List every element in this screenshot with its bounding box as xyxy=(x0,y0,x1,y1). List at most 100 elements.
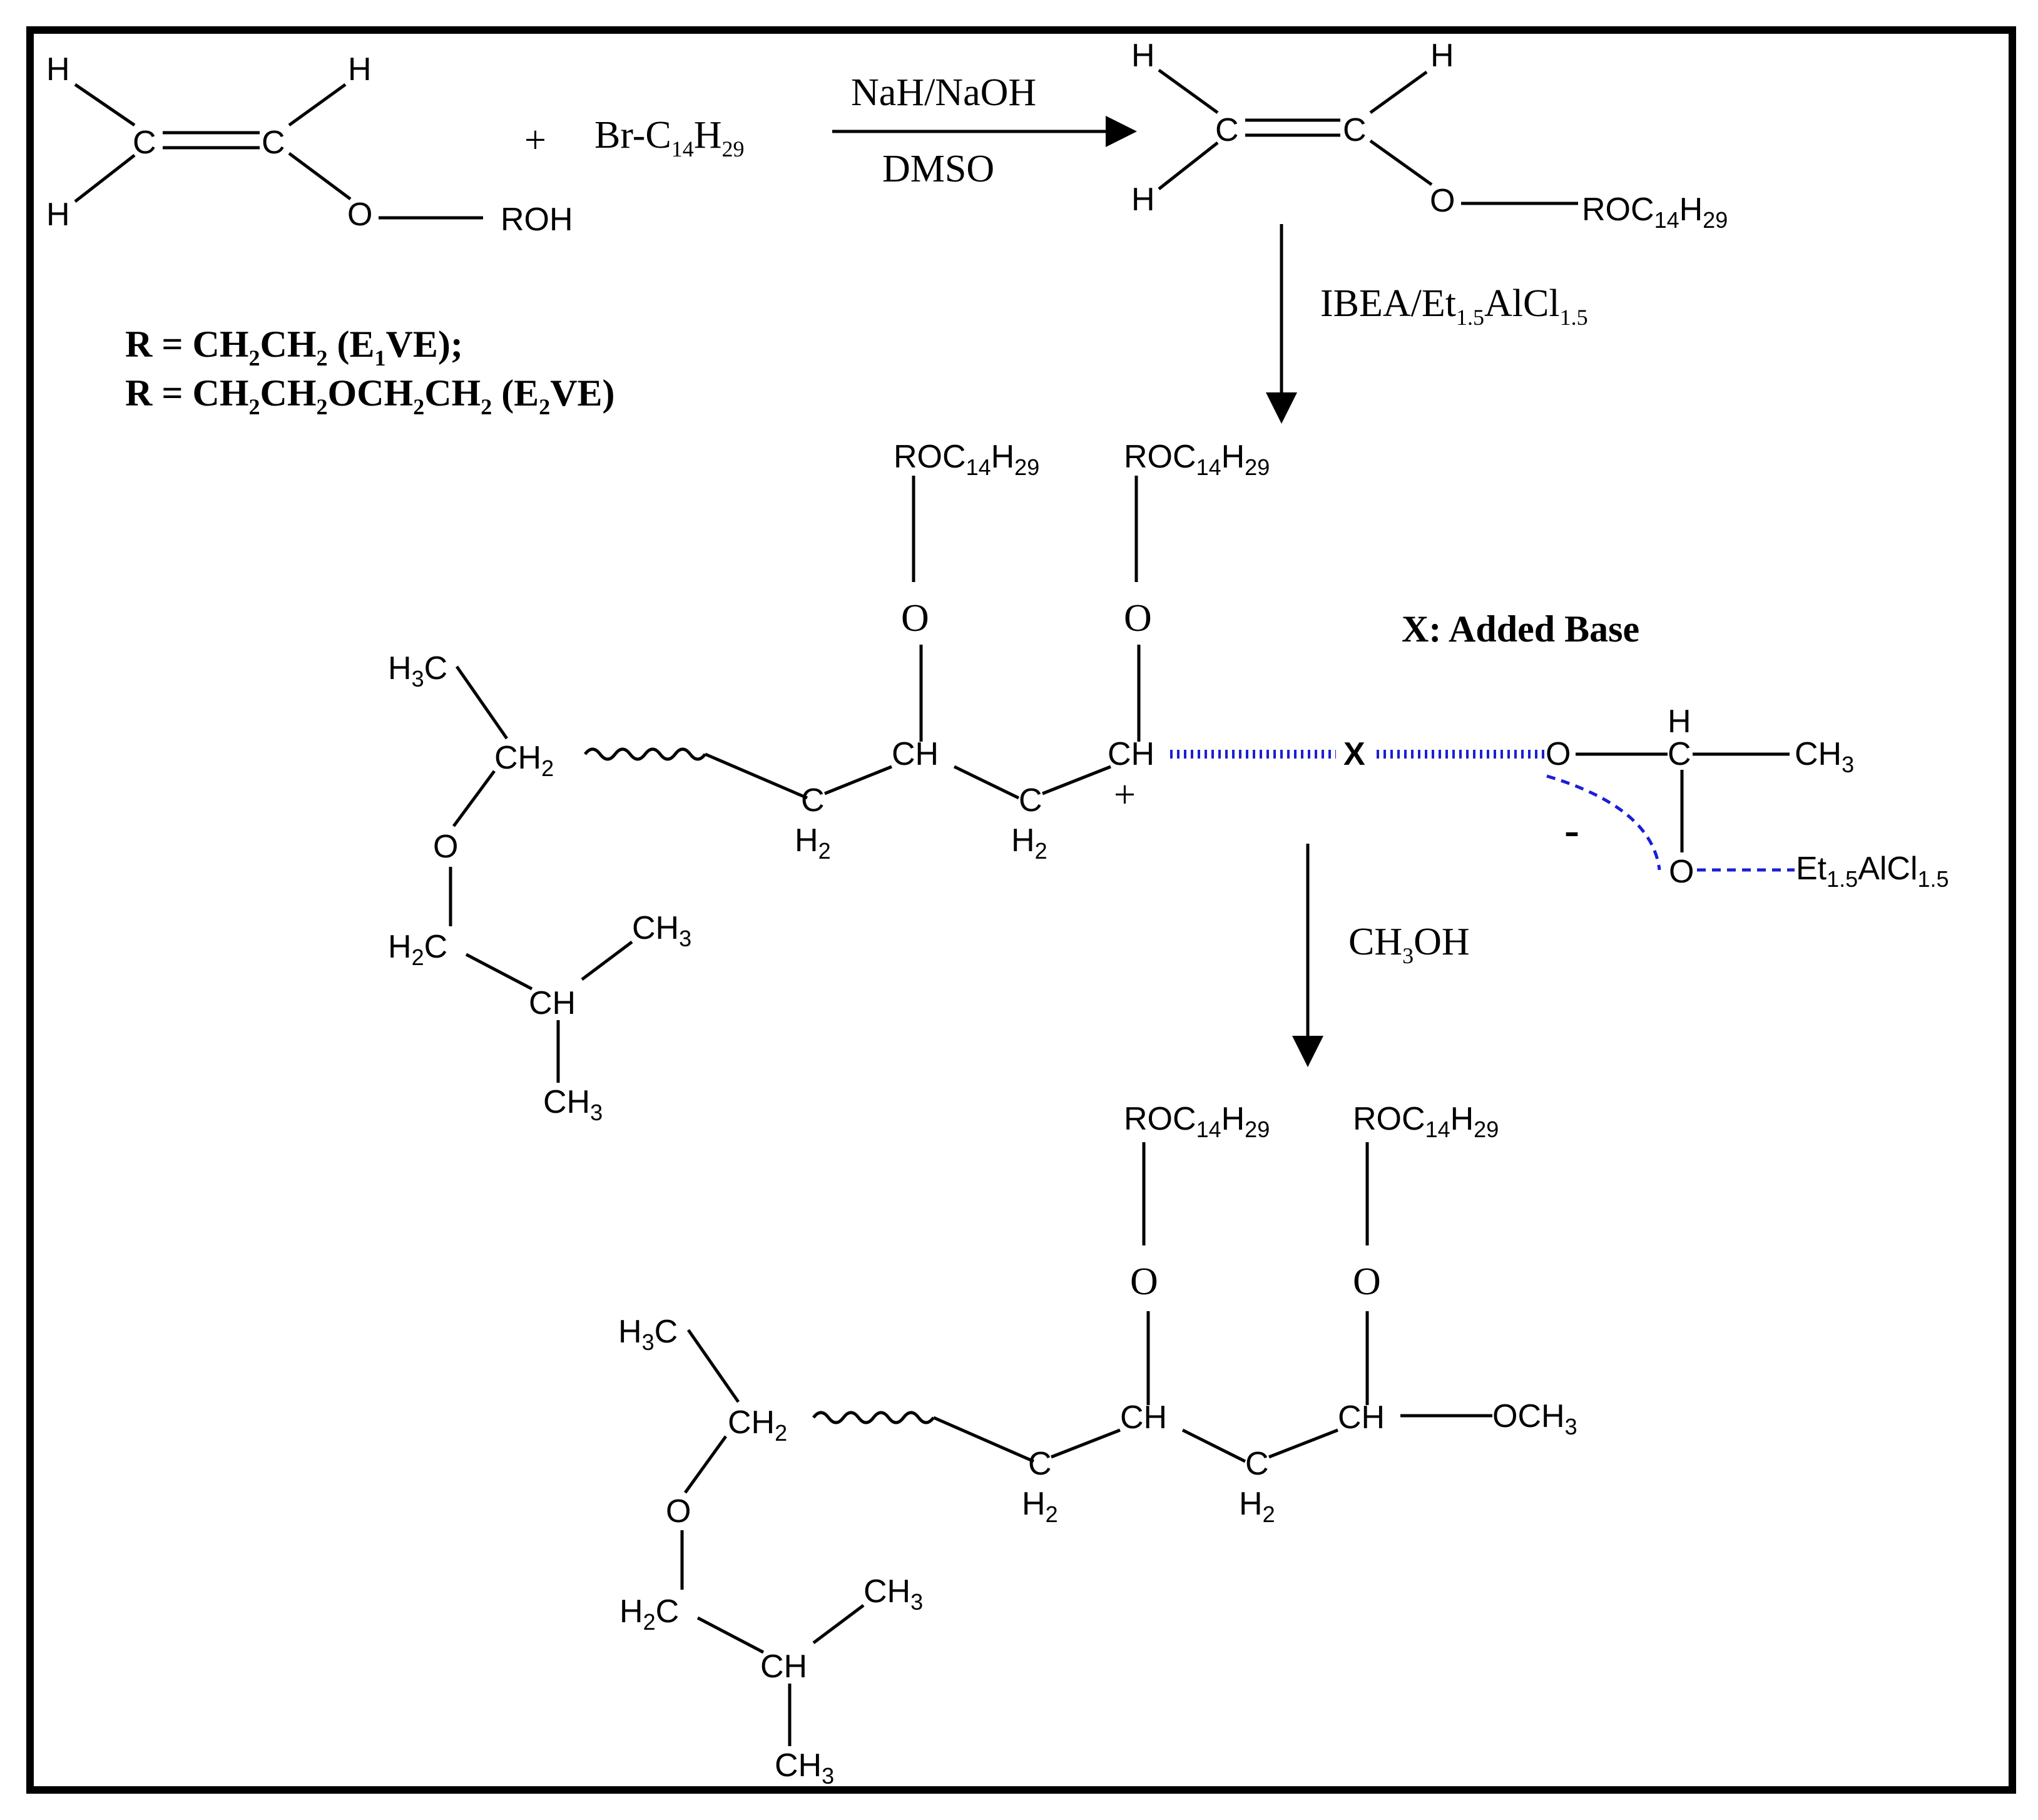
bond xyxy=(812,1604,865,1644)
group-ch3: CH3 xyxy=(864,1573,923,1615)
group-ch: CH xyxy=(529,985,576,1021)
added-base-legend: X: Added Base xyxy=(1402,608,1639,650)
plus-charge: + xyxy=(1114,774,1136,816)
atom-h: H xyxy=(1430,38,1454,74)
atom-o: O xyxy=(347,197,372,233)
bond xyxy=(932,1416,1035,1463)
group-ch3: CH3 xyxy=(1795,736,1854,777)
group-roc14h29: ROC14H29 xyxy=(1124,1101,1270,1142)
bond xyxy=(1051,1428,1121,1459)
group-roc14h29: ROC14H29 xyxy=(1353,1101,1499,1142)
group-ch2: CH2 xyxy=(728,1404,787,1446)
bond xyxy=(1158,68,1219,115)
added-base-marker: X xyxy=(1343,736,1365,772)
bond xyxy=(74,83,136,127)
atom-o: O xyxy=(1430,183,1455,219)
group-ch: CH xyxy=(1120,1399,1167,1436)
atom-h: H xyxy=(46,197,70,233)
conditions-solvent: DMSO xyxy=(882,148,994,190)
atom-c: C xyxy=(1343,112,1367,148)
atom-o: O xyxy=(1124,597,1152,640)
plus-sign: + xyxy=(524,119,546,161)
group-h2: H2 xyxy=(1022,1486,1058,1527)
scheme-frame xyxy=(26,26,2016,1794)
group-h2c: H2C xyxy=(388,929,447,970)
bond xyxy=(452,770,496,827)
atom-o: O xyxy=(901,597,929,640)
conditions-base: NaH/NaOH xyxy=(851,71,1036,114)
atom-o: O xyxy=(1353,1260,1381,1303)
bond xyxy=(683,1435,728,1494)
group-h3c: H3C xyxy=(388,650,447,692)
monomer-product: H H H C C O ROC14H29 xyxy=(1131,38,1728,233)
bond xyxy=(705,752,808,800)
group-roc14h29: ROC14H29 xyxy=(1124,439,1270,480)
group-ch3: CH3 xyxy=(543,1084,603,1125)
group-ch: CH xyxy=(760,1649,807,1685)
bond xyxy=(1369,139,1433,187)
bond xyxy=(1042,765,1111,795)
bond xyxy=(74,154,136,203)
group-h2: H2 xyxy=(1011,822,1047,864)
reactant-vinyl-ether: H H H C C O ROH xyxy=(46,51,573,238)
polymer-chain-wavy xyxy=(584,747,706,761)
bond xyxy=(953,765,1020,800)
atom-o: O xyxy=(1669,854,1694,890)
atom-o: O xyxy=(433,829,458,865)
atom-o: O xyxy=(1546,736,1571,772)
bond xyxy=(581,941,633,981)
atom-c: C xyxy=(133,125,156,161)
group-h3c: H3C xyxy=(618,1314,678,1355)
group-ch3: CH3 xyxy=(632,910,691,951)
bond xyxy=(1181,1428,1246,1463)
atom-c: C xyxy=(262,125,285,161)
group-ch2: CH2 xyxy=(494,740,554,781)
bond xyxy=(824,765,892,795)
atom-c: C xyxy=(1245,1446,1269,1482)
group-och3: OCH3 xyxy=(1492,1398,1577,1439)
group-ch-cation: CH xyxy=(1108,736,1154,772)
r-definition-e1ve: R = CH2CH2 (E1VE); xyxy=(125,324,463,371)
bond xyxy=(1158,141,1219,190)
polymer-chain-wavy xyxy=(812,1411,935,1424)
atom-o: O xyxy=(666,1493,691,1530)
lewis-acid: Et1.5AlCl1.5 xyxy=(1796,851,1949,892)
atom-c: C xyxy=(1215,112,1239,148)
bond xyxy=(696,1616,765,1654)
atom-h: H xyxy=(1668,703,1691,740)
atom-h: H xyxy=(46,51,70,88)
bond xyxy=(1268,1428,1338,1459)
group-roc14h29: ROC14H29 xyxy=(894,439,1039,480)
atom-c: C xyxy=(1019,782,1042,819)
r-definition-e2ve: R = CH2CH2OCH2CH2 (E2VE) xyxy=(125,372,615,419)
atom-h: H xyxy=(1131,181,1155,218)
atom-c: C xyxy=(1668,736,1691,772)
atom-h: H xyxy=(348,51,372,88)
quench-reagent: CH3OH xyxy=(1348,921,1470,968)
atom-o: O xyxy=(1130,1260,1158,1303)
group-h2: H2 xyxy=(795,822,831,864)
coordination-arc xyxy=(1546,774,1661,871)
atom-c: C xyxy=(801,782,825,819)
group-ch: CH xyxy=(892,736,939,772)
group-roh: ROH xyxy=(501,202,573,238)
minus-charge: - xyxy=(1564,805,1579,855)
group-h2: H2 xyxy=(1239,1486,1275,1527)
group-ch3: CH3 xyxy=(775,1747,834,1789)
final-polymer: ROC14H29 ROC14H29 O O H3C CH2 C H2 CH C … xyxy=(618,1101,1577,1789)
group-ch: CH xyxy=(1338,1399,1385,1436)
atom-c: C xyxy=(1028,1446,1052,1482)
bond xyxy=(686,1329,740,1403)
initiator-system: IBEA/Et1.5AlCl1.5 xyxy=(1320,282,1588,330)
reagent-bromotetradecane: Br-C14H29 xyxy=(594,114,745,161)
bond xyxy=(455,665,509,740)
bond xyxy=(288,151,352,201)
bond xyxy=(1369,70,1428,115)
group-h2c: H2C xyxy=(619,1593,679,1635)
bond xyxy=(465,953,533,991)
living-intermediate: ROC14H29 ROC14H29 O O H3C CH2 C H2 CH C … xyxy=(388,439,1949,1125)
group-roc14h29: ROC14H29 xyxy=(1582,192,1728,233)
bond xyxy=(288,83,347,127)
atom-h: H xyxy=(1131,38,1155,74)
